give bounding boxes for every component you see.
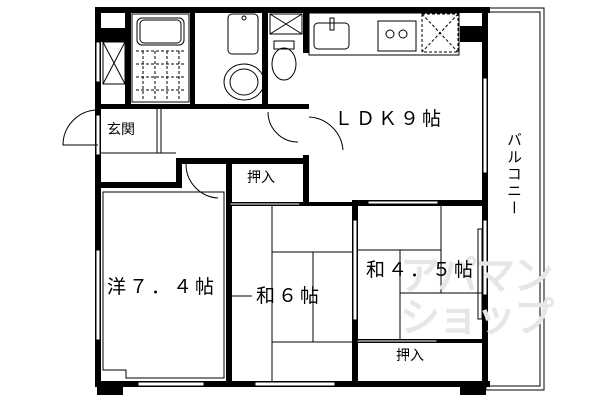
room-label-japanese6: 和６帖 bbox=[256, 285, 323, 307]
room-label-balcony: バルコニー bbox=[505, 132, 523, 217]
room-label-entrance: 玄関 bbox=[107, 122, 135, 138]
room-label-western: 洋７．４帖 bbox=[107, 276, 218, 298]
watermark-line2: ショップ bbox=[400, 295, 554, 341]
room-label-closet-upper: 押入 bbox=[247, 170, 275, 186]
watermark-line1: アパマン bbox=[400, 253, 553, 299]
room-label-closet-lower: 押入 bbox=[396, 348, 424, 364]
watermark: アパマン ショップ bbox=[400, 253, 554, 341]
room-label-japanese45: 和４．５帖 bbox=[366, 259, 477, 281]
room-label-ldk: ＬＤＫ９帖 bbox=[334, 108, 445, 130]
